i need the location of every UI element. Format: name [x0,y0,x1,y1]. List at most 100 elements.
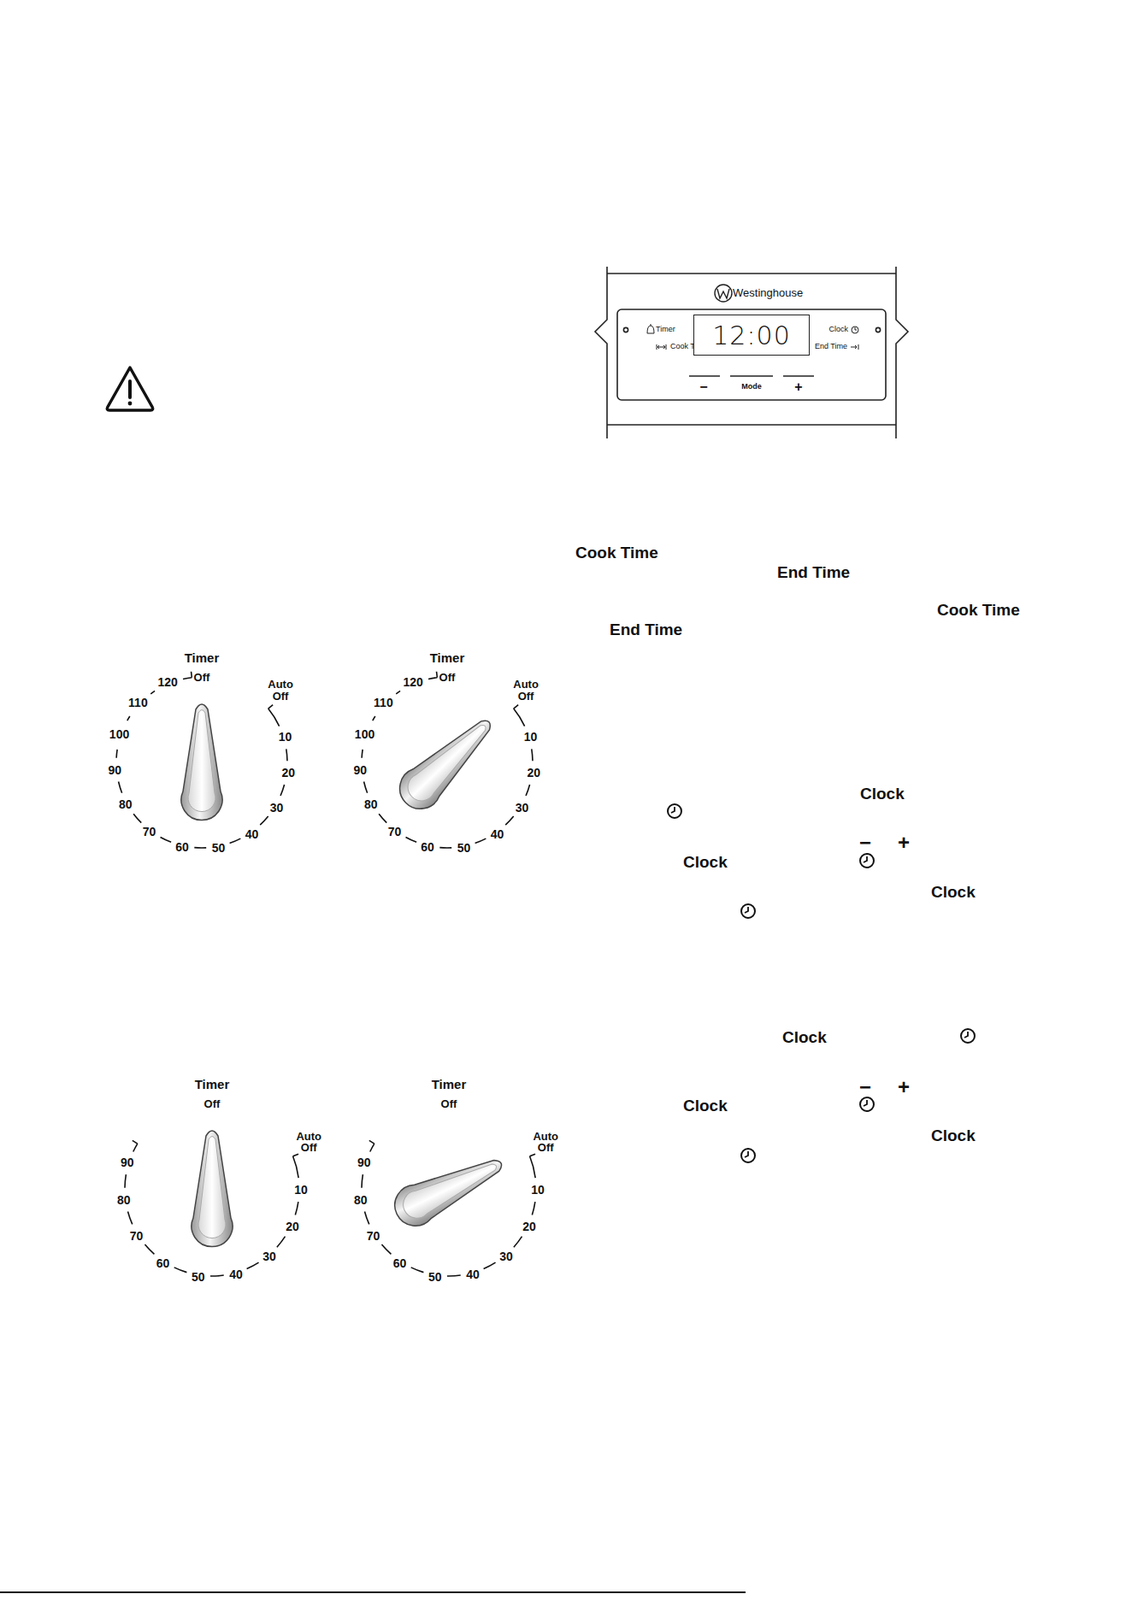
dial-scale [439,847,452,849]
button-name: Clock [931,884,976,902]
button-symbol: + [794,379,802,396]
button-name: Clock [683,1097,728,1115]
dial-scale [268,708,280,727]
clock-icons [667,804,975,1163]
dial-minutes: 90 [108,764,123,778]
dial-tick [369,1140,375,1144]
dial-scale [361,749,363,759]
clock-icon [860,854,874,868]
dial-minutes: 70 [142,825,157,839]
button-name: Clock [931,1127,976,1145]
dial-minutes: 30 [262,1250,277,1264]
dial-minutes: 20 [281,766,295,780]
dial-scale [525,784,531,796]
dial-scale [513,1237,523,1249]
dial-scale [365,1212,370,1226]
dial-scale [277,1237,286,1249]
control-panel: WestinghouseTimerCook TimeClockEnd Time−… [607,273,897,425]
dial-scale [259,816,268,826]
dial-off: Off [439,672,456,684]
dial-off: Off [204,1098,221,1111]
dial-scale [475,838,487,844]
panel-indicator: Timer [655,325,676,335]
clock-icon [961,1029,975,1044]
dial-minutes: 60 [156,1256,171,1270]
dial-scale [133,813,142,823]
button-name: Clock [782,1029,827,1047]
dial-auto-off: Auto Off [512,678,539,702]
dial-minutes: 70 [388,825,402,839]
dial-minutes: 50 [457,842,472,855]
panel-indicator: End Time [814,342,848,352]
dial-title: Timer [430,651,466,666]
dial-minutes: 90 [120,1156,135,1170]
dial-minutes: 50 [428,1270,443,1284]
dial-minutes: 50 [212,842,226,855]
dial-scale [144,1244,154,1255]
dial-scale [447,1274,461,1278]
dial-scale [127,716,130,721]
dial-minutes: 20 [526,766,541,780]
dial-off: Off [441,1098,458,1111]
dial-scale [294,1202,299,1215]
dial-scale [133,1143,138,1152]
dial-minutes: 110 [373,696,394,710]
dial-off: Off [194,672,211,684]
dial-tick [530,1154,536,1157]
dial-title: Timer [184,651,220,666]
dial-scale [378,813,387,823]
dial-scale [406,837,418,843]
dial-auto-off: Auto Off [532,1131,559,1155]
timer-dials [116,672,536,1277]
button-name: Mode [741,383,762,392]
dial-scale [531,1202,536,1215]
dial-scale [505,816,513,826]
dial-scale [411,1267,425,1274]
dial-minutes: 40 [490,827,505,841]
button-symbol: + [897,1076,910,1098]
display-time: 12:00 [712,321,791,350]
dial-title: Timer [431,1078,467,1092]
dial-minutes: 70 [366,1229,381,1243]
dial-minutes: 80 [117,1194,131,1208]
dial-scale [194,847,207,849]
clock-icon [667,804,682,819]
dial-minutes: 40 [229,1268,243,1282]
timer-dial [361,1140,536,1277]
dial-scale [361,1174,363,1189]
page-rule [0,1591,746,1594]
timer-dial [361,672,533,849]
button-name: Clock [860,785,905,803]
dial-tick [513,705,519,709]
dial-scale [483,1262,496,1269]
panel-frame [595,266,908,439]
dial-minutes: 100 [354,727,375,741]
dial-minutes: 10 [530,1184,545,1197]
dial-scale [116,749,118,759]
dial-minutes: 60 [393,1256,407,1270]
dial-scale [229,838,242,844]
dial-minutes: 40 [465,1268,480,1282]
dial-minutes: 80 [364,798,378,812]
dial-auto-off: Auto Off [267,678,294,702]
dial-scale [210,1274,225,1278]
timer-dial [116,672,288,849]
dial-minutes: 20 [522,1220,537,1234]
timer-dial [124,1131,299,1277]
dial-scale [381,1244,391,1255]
dial-tick [190,672,193,679]
dial-minutes: 40 [245,827,260,841]
dial-tick [268,705,273,709]
dial-knob [181,704,223,821]
dial-scale [513,708,525,727]
dial-scale [128,1212,133,1226]
dial-minutes: 90 [353,764,368,778]
dial-minutes: 60 [420,841,435,855]
dial-scale [174,1267,188,1274]
dial-title: Timer [194,1078,230,1092]
dial-scale [182,678,192,680]
dial-minutes: 90 [357,1156,372,1170]
dial-minutes: 10 [278,731,293,744]
